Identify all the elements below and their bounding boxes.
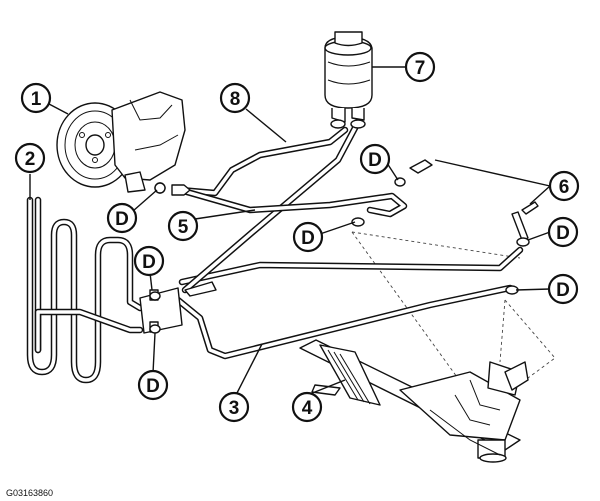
figure-code: G03163860 bbox=[6, 488, 53, 498]
callout-3: 3 bbox=[218, 391, 250, 423]
fluid-reservoir bbox=[324, 31, 373, 129]
callout-d-pump: D bbox=[106, 202, 138, 234]
return-pipe-upper bbox=[178, 246, 524, 286]
svg-text:D: D bbox=[556, 223, 570, 244]
callout-1: 1 bbox=[20, 82, 52, 114]
svg-text:7: 7 bbox=[415, 58, 426, 79]
callout-2: 2 bbox=[14, 142, 46, 174]
leader-lines bbox=[29, 66, 551, 395]
svg-text:3: 3 bbox=[229, 398, 240, 419]
svg-text:D: D bbox=[368, 150, 382, 171]
callout-6: 6 bbox=[548, 170, 580, 202]
callout-d-upper-fitting: D bbox=[359, 143, 391, 175]
svg-text:1: 1 bbox=[31, 89, 42, 110]
svg-text:5: 5 bbox=[178, 217, 189, 238]
return-pipe-3 bbox=[174, 284, 514, 360]
svg-text:D: D bbox=[142, 252, 156, 273]
cooler-coil bbox=[26, 196, 144, 384]
svg-text:6: 6 bbox=[559, 177, 570, 198]
reservoir-hose-8 bbox=[176, 124, 359, 294]
power-steering-pump bbox=[56, 91, 186, 194]
svg-text:D: D bbox=[301, 228, 315, 249]
callout-d-block-upper: D bbox=[133, 245, 165, 277]
svg-text:D: D bbox=[556, 280, 570, 301]
dashed-reference-lines bbox=[351, 231, 556, 396]
callout-d-right-upper: D bbox=[547, 216, 579, 248]
callout-7: 7 bbox=[404, 51, 436, 83]
svg-text:D: D bbox=[115, 209, 129, 230]
callout-d-center: D bbox=[292, 221, 324, 253]
steering-gear bbox=[299, 339, 529, 463]
callout-4: 4 bbox=[291, 391, 323, 423]
svg-text:4: 4 bbox=[302, 398, 313, 419]
svg-text:D: D bbox=[146, 376, 160, 397]
svg-text:2: 2 bbox=[25, 149, 36, 170]
svg-text:8: 8 bbox=[230, 89, 241, 110]
pressure-pipe-5 bbox=[176, 186, 408, 218]
callout-d-right-lower: D bbox=[547, 273, 579, 305]
callout-5: 5 bbox=[167, 210, 199, 242]
callout-8: 8 bbox=[219, 82, 251, 114]
callout-d-block-lower: D bbox=[137, 369, 169, 401]
sealing-washers bbox=[149, 177, 530, 334]
